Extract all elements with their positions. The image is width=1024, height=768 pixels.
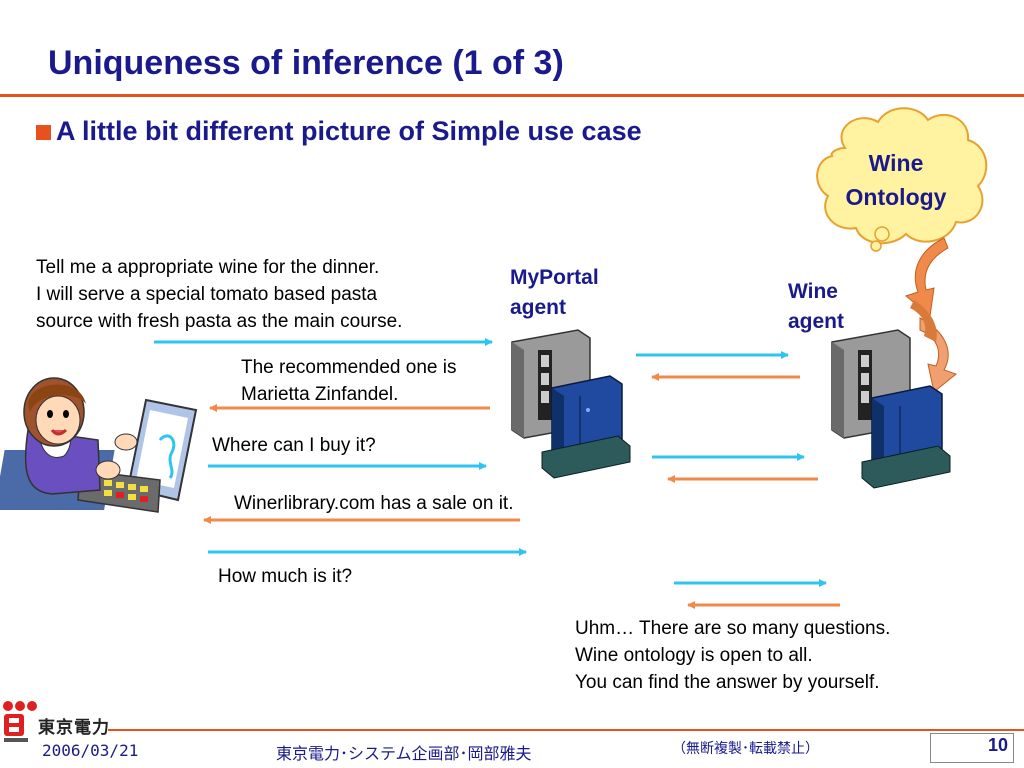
footer-notice: （無断複製･転載禁止） (672, 740, 819, 756)
myportal-line-2: agent (510, 296, 567, 319)
request-line-2: I will serve a special tomato based past… (36, 284, 378, 305)
user-with-laptop-icon (0, 377, 198, 513)
cloud-line-2: Ontology (845, 184, 947, 210)
footer-department: 東京電力･システム企画部･岡部雅夫 (276, 746, 532, 763)
wine-agent-label: Wine agent (788, 277, 844, 337)
answer-line-3: You can find the answer by yourself. (575, 672, 880, 693)
bullet-square-icon (36, 125, 51, 140)
wine-ontology-label: Wine Ontology (826, 146, 966, 214)
slide-title: Uniqueness of inference (1 of 3) (48, 44, 564, 82)
recommend-line-1: The recommended one is (241, 357, 457, 378)
request-message: Tell me a appropriate wine for the dinne… (36, 254, 402, 335)
company-name: 東京電力 (38, 718, 110, 737)
request-line-1: Tell me a appropriate wine for the dinne… (36, 257, 380, 278)
footer-date: 2006/03/21 (42, 741, 139, 760)
footer-divider (108, 729, 1024, 731)
title-divider (0, 94, 1024, 97)
page-number: 10 (987, 735, 1008, 755)
sale-message: Winerlibrary.com has a sale on it. (234, 493, 514, 514)
company-logo-icon (3, 701, 37, 742)
howmuch-message: How much is it? (218, 566, 353, 587)
slide-subtitle: A little bit different picture of Simple… (56, 116, 642, 146)
cloud-line-1: Wine (868, 150, 924, 176)
page-number-box (930, 733, 1014, 763)
request-line-3: source with fresh pasta as the main cour… (36, 311, 403, 332)
recommend-message: The recommended one is Marietta Zinfande… (241, 354, 456, 408)
curved-arrows-icon (904, 237, 958, 393)
answer-line-1: Uhm… There are so many questions. (575, 618, 891, 639)
recommend-line-2: Marietta Zinfandel. (241, 384, 399, 405)
myportal-server-icon (511, 329, 631, 479)
myportal-line-1: MyPortal (510, 266, 599, 289)
wine-agent-line-1: Wine (788, 280, 838, 303)
wine-ontology-cloud-icon (816, 107, 988, 252)
myportal-agent-label: MyPortal agent (510, 263, 599, 323)
answer-message: Uhm… There are so many questions. Wine o… (575, 615, 890, 696)
wine-agent-line-2: agent (788, 310, 845, 333)
wine-agent-server-icon (831, 329, 951, 489)
answer-line-2: Wine ontology is open to all. (575, 645, 813, 666)
where-message: Where can I buy it? (212, 435, 376, 456)
